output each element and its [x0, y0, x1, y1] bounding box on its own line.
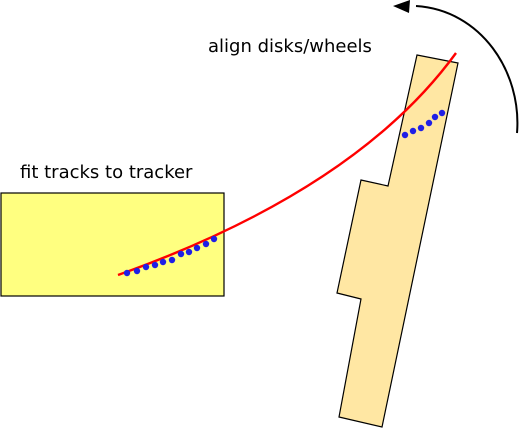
tracker-hit [185, 248, 193, 256]
tracker-hit [177, 250, 185, 258]
tracker-hit [133, 267, 141, 275]
tracker-hit [193, 244, 201, 252]
fitted-track [117, 52, 457, 277]
detector-hit [425, 119, 433, 127]
detector-hit [409, 127, 417, 135]
curved-rotation-arrow-icon [393, 0, 519, 134]
detector-hits [401, 109, 446, 139]
tracker-hit [151, 261, 159, 269]
tracker-hit [210, 235, 218, 243]
tracker-hit [123, 269, 131, 277]
detector-hit [431, 113, 439, 121]
detector-hit [417, 124, 425, 132]
disks-wheels-detector [336, 54, 459, 428]
align-disks-label: align disks/wheels [208, 36, 372, 57]
tracker-hit [202, 240, 210, 248]
detector-hit [401, 131, 409, 139]
tracker-hit [168, 256, 176, 264]
tracker-box [0, 192, 225, 297]
detector-hit [438, 109, 446, 117]
tracker-hit [142, 263, 150, 271]
tracker-hit [159, 258, 167, 266]
tracker-hits [123, 235, 218, 277]
fit-tracks-label: fit tracks to tracker [20, 162, 193, 183]
